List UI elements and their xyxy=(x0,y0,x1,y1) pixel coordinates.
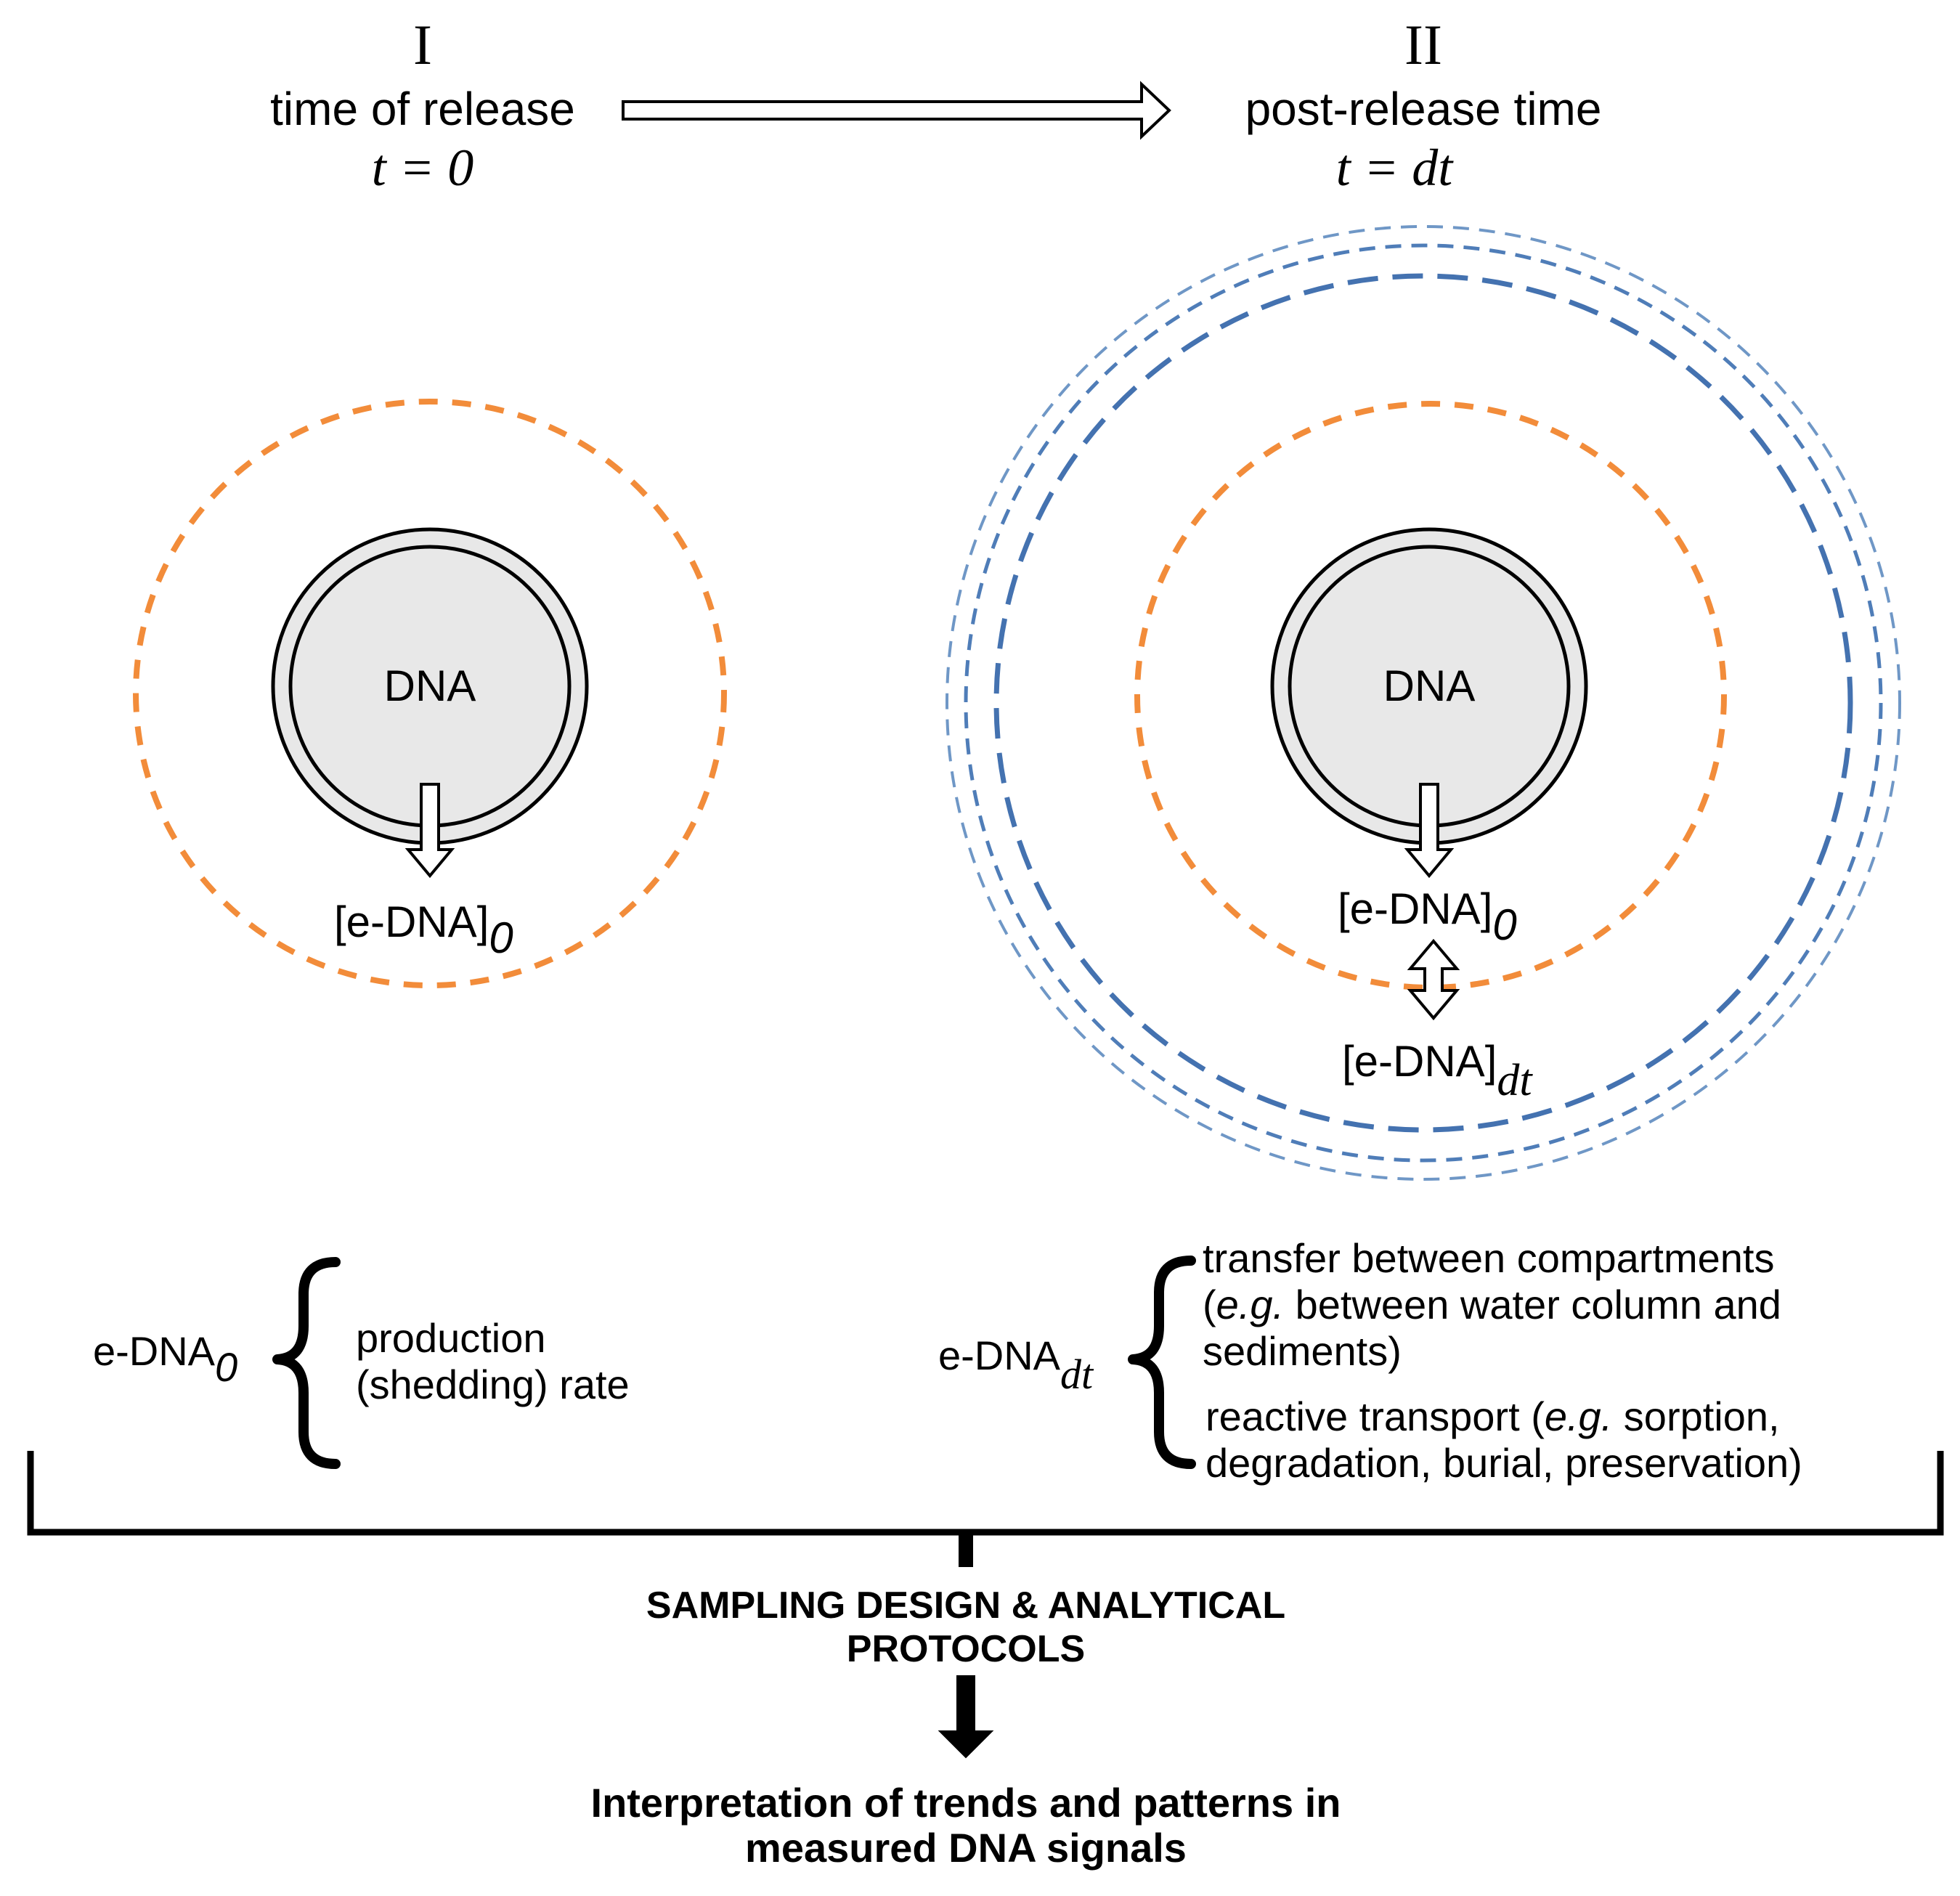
phase-1-numeral: I xyxy=(413,13,432,76)
phase-2-title: post-release time xyxy=(1245,83,1602,135)
phase-2-header: II post-release time t = dt xyxy=(1245,13,1602,197)
right-item-2-line-1: reactive transport (e.g. sorption, xyxy=(1205,1393,1780,1439)
right-brace-term-sub: dt xyxy=(1060,1351,1094,1398)
right-ednadt-label: [e-DNA]dt xyxy=(1342,1037,1533,1105)
left-brace-term: e-DNA0 xyxy=(93,1328,237,1390)
phase-1-time: t = 0 xyxy=(372,139,474,197)
phase-1-time-var: t xyxy=(372,139,388,197)
right-item-2-line-2: degradation, burial, preservation) xyxy=(1205,1440,1802,1486)
left-brace-line-2: (shedding) rate xyxy=(356,1362,630,1407)
right-item-1-line-2: (e.g. between water column and xyxy=(1203,1282,1781,1327)
interpretation-line-1: Interpretation of trends and patterns in xyxy=(591,1780,1341,1826)
left-brace-line-1: production xyxy=(356,1315,546,1361)
right-item-2-line-1-pre: reactive transport ( xyxy=(1205,1393,1545,1439)
right-item-1-line-2-post: between water column and xyxy=(1284,1282,1781,1327)
bottom-bracket xyxy=(27,1451,1944,1536)
right-item-2-line-1-ital: e.g. xyxy=(1545,1393,1612,1439)
right-edna0-base: [e-DNA] xyxy=(1338,884,1492,933)
right-blue-ring-outer xyxy=(946,225,1901,1181)
left-cell-label: DNA xyxy=(384,662,476,710)
phase-1-title: time of release xyxy=(270,83,575,135)
left-release-arrow xyxy=(404,783,455,879)
right-panel: DNA [e-DNA]0 [e-DNA]dt xyxy=(946,225,1901,1181)
left-edna0-label: [e-DNA]0 xyxy=(334,898,513,962)
phase-2-time-var: t xyxy=(1336,139,1352,197)
right-edna0-label: [e-DNA]0 xyxy=(1338,884,1517,949)
interpretation-line-2: measured DNA signals xyxy=(745,1825,1187,1871)
right-cell-label: DNA xyxy=(1383,662,1476,710)
sampling-line-1: SAMPLING DESIGN & ANALYTICAL xyxy=(646,1584,1285,1627)
bracket-stem xyxy=(959,1531,973,1567)
phase-2-time-val: dt xyxy=(1412,139,1454,197)
time-arrow xyxy=(622,81,1171,140)
phase-1-time-eq: = 0 xyxy=(386,139,474,197)
right-release-arrow xyxy=(1404,783,1455,879)
right-item-1-line-3: sediments) xyxy=(1203,1328,1402,1374)
left-brace-term-sub: 0 xyxy=(215,1344,237,1390)
left-edna0-base: [e-DNA] xyxy=(334,898,489,946)
left-curly-brace xyxy=(272,1257,341,1469)
exchange-arrow xyxy=(1407,938,1460,1021)
right-item-2-line-1-post: sorption, xyxy=(1612,1393,1779,1439)
left-brace-group: e-DNA0 production (shedding) rate xyxy=(93,1257,630,1469)
right-item-1-line-2-pre: ( xyxy=(1203,1282,1216,1327)
down-arrow xyxy=(938,1675,994,1759)
phase-1-header: I time of release t = 0 xyxy=(270,13,575,197)
left-panel: DNA [e-DNA]0 xyxy=(133,399,727,988)
right-edna0-sub: 0 xyxy=(1492,900,1516,949)
right-blue-ring-middle xyxy=(964,243,1883,1163)
left-orange-boundary xyxy=(133,399,727,988)
right-blue-ring-inner xyxy=(993,273,1853,1133)
left-brace-term-base: e-DNA xyxy=(93,1328,216,1374)
right-ednadt-sub: dt xyxy=(1497,1056,1533,1105)
right-item-1-line-1: transfer between compartments xyxy=(1203,1235,1774,1281)
right-brace-term-base: e-DNA xyxy=(938,1333,1061,1378)
left-edna0-sub: 0 xyxy=(489,914,513,962)
right-ednadt-base: [e-DNA] xyxy=(1342,1037,1497,1086)
right-curly-brace xyxy=(1128,1256,1196,1469)
right-brace-group: e-DNAdt transfer between compartments (e… xyxy=(938,1235,1802,1486)
phase-2-time-eq: = xyxy=(1351,139,1412,197)
phase-2-numeral: II xyxy=(1404,13,1442,76)
right-brace-term: e-DNAdt xyxy=(938,1333,1094,1398)
phase-2-time: t = dt xyxy=(1336,139,1455,197)
sampling-line-2: PROTOCOLS xyxy=(847,1628,1085,1670)
right-orange-boundary xyxy=(1134,401,1727,990)
right-item-1-line-2-ital: e.g. xyxy=(1216,1282,1284,1327)
